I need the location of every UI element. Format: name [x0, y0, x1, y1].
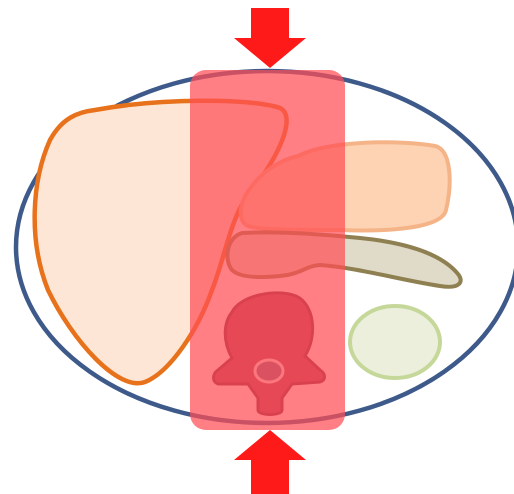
compression-band [190, 70, 345, 430]
kidney [350, 306, 440, 378]
